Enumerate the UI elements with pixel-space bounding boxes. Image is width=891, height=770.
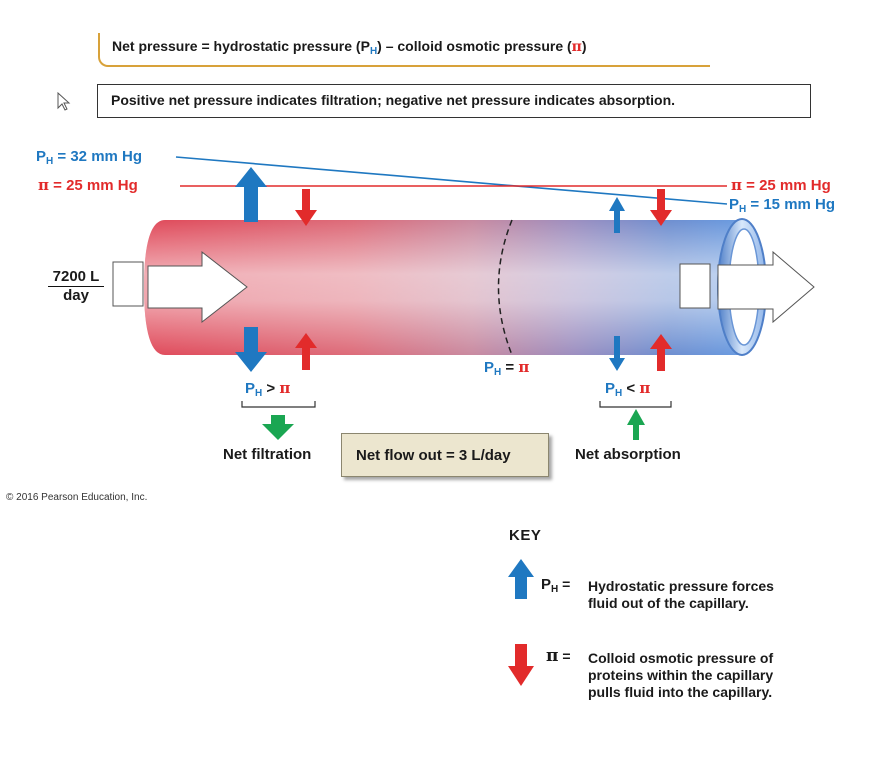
inflow-arrow — [147, 250, 248, 324]
ph-arrow-up-small — [609, 197, 625, 233]
key-ph-description: Hydrostatic pressure forces fluid out of… — [588, 578, 774, 611]
outflow-arrow — [717, 250, 815, 324]
ph-arrow-down-small — [609, 336, 625, 371]
right-pi-label: π = 25 mm Hg — [731, 176, 831, 194]
left-pi-label: π = 25 mm Hg — [38, 176, 138, 194]
formula-bracket — [98, 33, 710, 67]
filtration-arrow-down — [262, 415, 294, 440]
ph-less-than-pi: PH < π — [605, 379, 651, 399]
pi-arrow-up-right-bottom — [650, 334, 672, 371]
copyright-credit: © 2016 Pearson Education, Inc. — [6, 492, 148, 503]
net-flow-label: Net flow out = 3 L/day — [356, 447, 511, 464]
key-pi-symbol: π = — [546, 646, 571, 666]
inflow-rate-numerator: 7200 L — [48, 268, 104, 287]
net-filtration-label: Net filtration — [223, 446, 312, 463]
right-bracket — [599, 401, 672, 408]
ph-arrow-down-large — [235, 327, 267, 372]
equilibrium-dashed-line — [497, 219, 513, 356]
absorption-arrow-up — [627, 409, 645, 440]
key-ph-arrow-icon — [508, 559, 534, 599]
left-bracket — [241, 401, 316, 408]
pi-arrow-down-right-top — [650, 189, 672, 226]
right-ph-label: PH = 15 mm Hg — [729, 196, 836, 215]
inflow-stub — [112, 261, 144, 307]
inflow-rate: 7200 L day — [48, 268, 104, 304]
pi-arrow-up-left-bottom — [295, 333, 317, 370]
info-box — [97, 84, 811, 118]
net-absorption-label: Net absorption — [575, 446, 681, 463]
info-text: Positive net pressure indicates filtrati… — [111, 92, 676, 108]
net-pressure-formula: Net pressure = hydrostatic pressure (PH)… — [112, 38, 587, 57]
mouse-cursor-icon — [57, 92, 71, 111]
ph-arrow-up-large — [235, 167, 267, 222]
inflow-rate-denominator: day — [63, 287, 89, 304]
ph-greater-than-pi: PH > π — [245, 379, 291, 399]
key-ph-symbol: PH = — [541, 576, 571, 595]
pi-arrow-down-left-top — [295, 189, 317, 226]
key-pi-arrow-icon — [508, 644, 534, 686]
key-pi-description: Colloid osmotic pressure of proteins wit… — [588, 650, 774, 700]
ph-pressure-line — [175, 156, 728, 205]
ph-equals-pi: PH = π — [484, 358, 530, 378]
key-title: KEY — [509, 527, 542, 544]
left-ph-label: PH = 32 mm Hg — [36, 148, 143, 167]
capillary-tube — [144, 218, 767, 356]
outflow-stub — [679, 263, 711, 309]
net-flow-box — [341, 433, 549, 477]
